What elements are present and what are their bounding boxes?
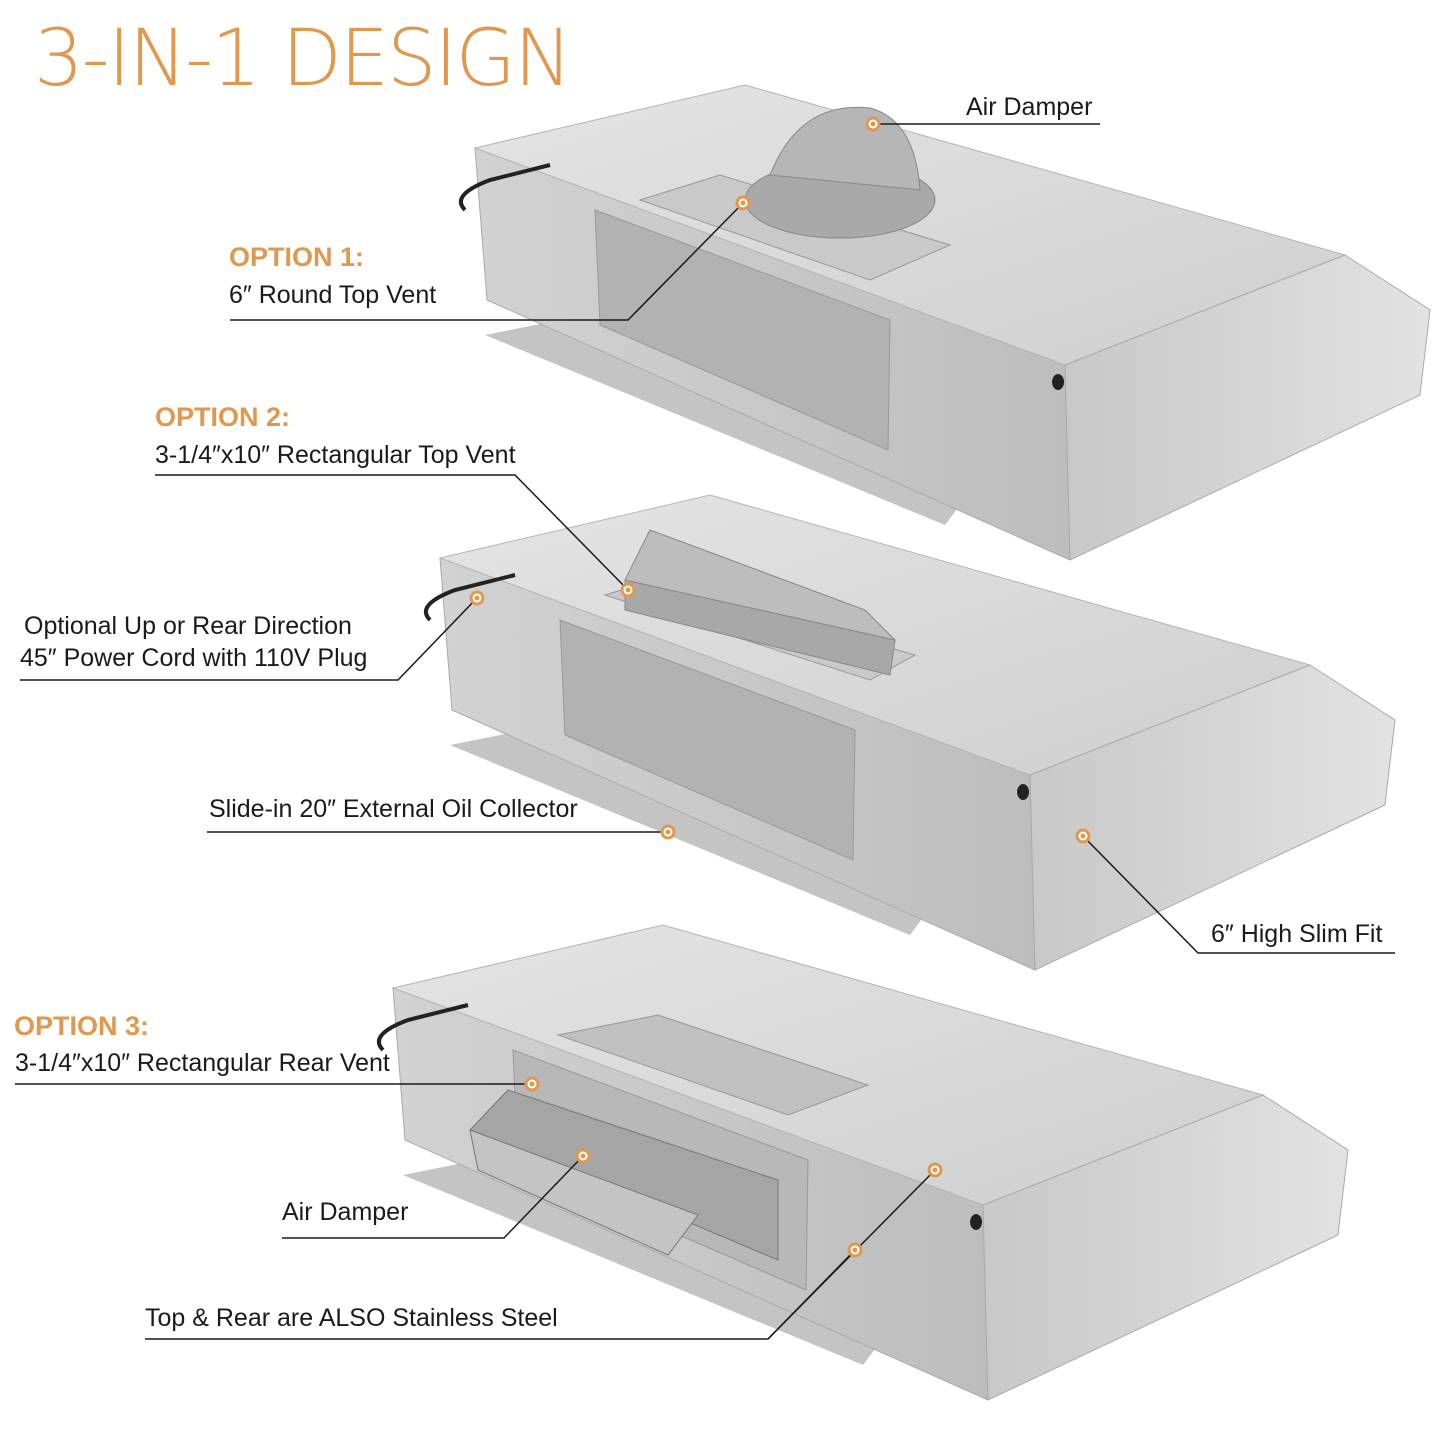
option-3-heading: OPTION 3: [14,1011,150,1041]
hood-option-2 [423,494,1396,971]
option-3-text: 3-1/4″x10″ Rectangular Rear Vent [15,1049,390,1077]
label-air-damper-rear: Air Damper [282,1198,409,1226]
option-1-text: 6″ Round Top Vent [229,281,437,309]
callout-dots [469,116,1091,1258]
hood-option-3 [376,924,1349,1401]
label-air-damper-top: Air Damper [966,93,1093,121]
hood-option-1 [458,84,1431,561]
option-1-heading: OPTION 1: [229,242,365,272]
label-stainless-steel: Top & Rear are ALSO Stainless Steel [145,1304,558,1332]
option-2-text: 3-1/4″x10″ Rectangular Top Vent [155,441,516,469]
leader-lines [15,123,1395,1340]
page-title: 3-IN-1 DESIGN [34,14,572,104]
label-power-cord-line1: Optional Up or Rear Direction [24,612,352,640]
label-oil-collector: Slide-in 20″ External Oil Collector [209,795,578,823]
label-power-cord-line2: 45″ Power Cord with 110V Plug [20,644,368,672]
option-2-heading: OPTION 2: [155,402,291,432]
label-slim-fit: 6″ High Slim Fit [1211,920,1383,948]
